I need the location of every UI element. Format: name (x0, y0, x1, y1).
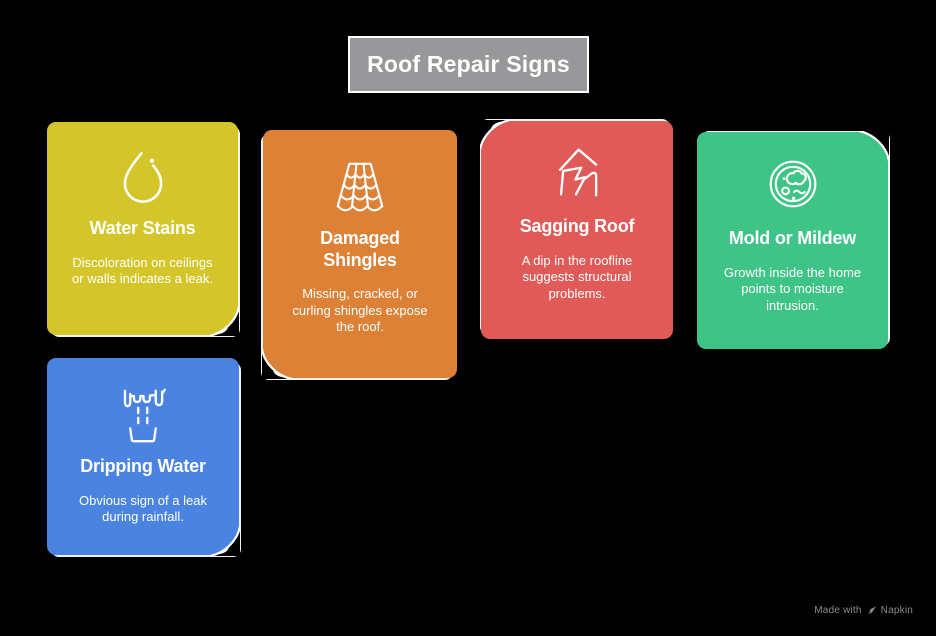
roof-shingles-icon (326, 150, 394, 218)
card-title: Water Stains (89, 218, 196, 238)
page-title: Roof Repair Signs (367, 51, 570, 77)
brand-label: Napkin (880, 605, 913, 616)
ceiling-drip-icon (109, 378, 177, 446)
sagging-house-icon (543, 138, 611, 206)
card-mold-or-mildew: Mold or Mildew Growth inside the home po… (697, 131, 889, 349)
page-curl-icon (210, 526, 240, 556)
card-water-stains: Water Stains Discoloration on ceilings o… (47, 122, 239, 336)
header-title-box: Roof Repair Signs (348, 36, 589, 93)
page-curl-icon (209, 306, 239, 336)
napkin-logo-icon (866, 605, 877, 616)
card-title: Dripping Water (80, 456, 206, 476)
petri-dish-icon (759, 150, 827, 218)
card-body: A dip in the roofline suggests structura… (521, 252, 633, 301)
card-title: Mold or Mildew (728, 228, 857, 248)
card-body: Obvious sign of a leak during rainfall. (79, 492, 207, 525)
page-curl-icon (859, 131, 889, 161)
made-with-napkin-watermark: Made with Napkin (814, 605, 913, 616)
card-sagging-roof: Sagging Roof A dip in the roofline sugge… (480, 120, 673, 339)
card-title: Sagging Roof (519, 216, 635, 236)
card-damaged-shingles: Damaged Shingles Missing, cracked, or cu… (262, 130, 457, 379)
page-curl-icon (262, 349, 292, 379)
card-title: Damaged Shingles (320, 228, 400, 270)
made-with-label: Made with (814, 605, 862, 616)
card-body: Missing, cracked, or curling shingles ex… (292, 286, 428, 335)
card-dripping-water: Dripping Water Obvious sign of a leak du… (47, 358, 240, 556)
water-drop-icon (109, 140, 177, 208)
page-curl-icon (480, 120, 510, 150)
card-body: Discoloration on ceilings or walls indic… (72, 254, 213, 287)
card-body: Growth inside the home points to moistur… (723, 264, 862, 313)
